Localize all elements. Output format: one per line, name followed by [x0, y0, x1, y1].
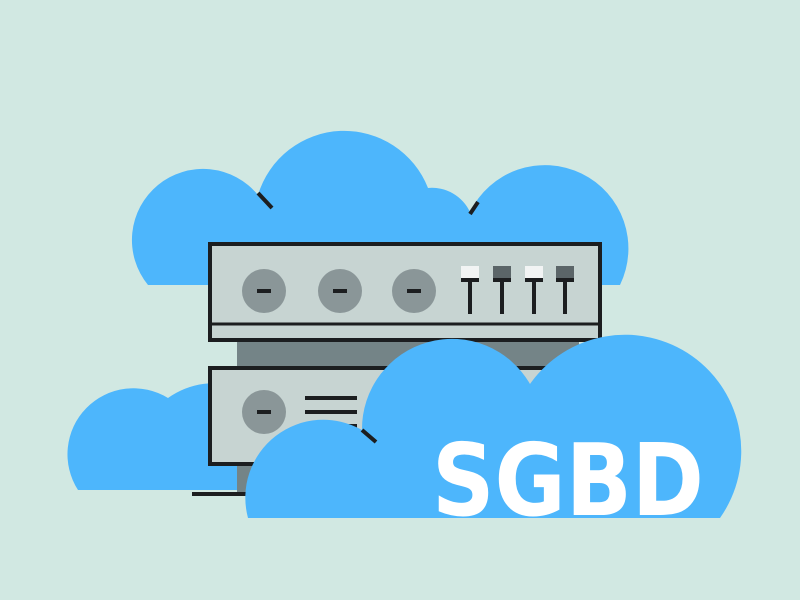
knob-icon: [242, 390, 286, 434]
slider-icon: [556, 266, 574, 314]
knob-icon: [242, 269, 286, 313]
slider-icon: [525, 266, 543, 314]
cloud-crease-line: [468, 200, 480, 216]
cloud-crease-line: [256, 191, 274, 210]
front-cloud: [245, 334, 742, 518]
slider-icon: [493, 266, 511, 314]
sgbd-logo-text: SGBD: [432, 422, 704, 539]
knob-icon: [318, 269, 362, 313]
knob-icon: [392, 269, 436, 313]
server-unit-top: [208, 242, 602, 342]
cloud-crease-line: [360, 428, 378, 444]
slider-icon: [461, 266, 479, 314]
